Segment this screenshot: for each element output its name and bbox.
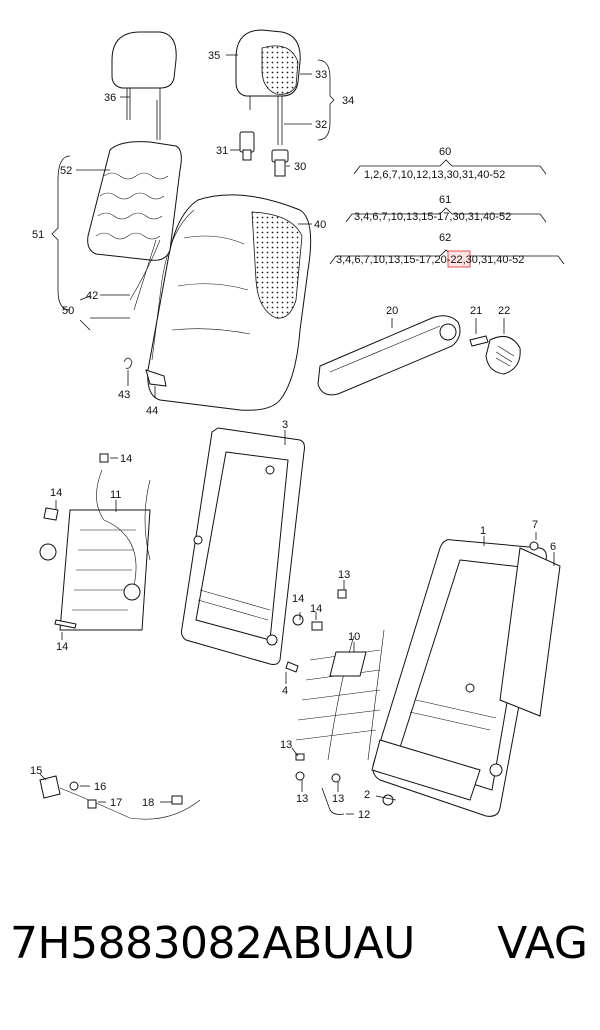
armrest-20 — [317, 315, 461, 396]
callout-34: 34 — [342, 95, 354, 107]
callout-50: 50 — [62, 305, 74, 317]
headrest-right — [235, 29, 301, 145]
lumbar-support-11 — [39, 469, 151, 631]
headrest-guide-sleeve-30 — [271, 149, 289, 177]
callout-31: 31 — [216, 145, 228, 157]
callout-35: 35 — [208, 50, 220, 62]
clip-18 — [171, 795, 183, 805]
callout-52: 52 — [60, 165, 72, 177]
items-after: 22,30,31,40-52 — [450, 254, 524, 266]
callout-14-e: 14 — [310, 603, 322, 615]
clip-17 — [87, 799, 97, 809]
callout-32: 32 — [315, 119, 327, 131]
callout-17: 17 — [110, 797, 122, 809]
callout-16: 16 — [94, 781, 106, 793]
callout-15: 15 — [30, 765, 42, 777]
callout-12: 12 — [358, 809, 370, 821]
screw-21 — [469, 335, 489, 347]
trim-strip-42 — [129, 239, 161, 311]
callout-14-d: 14 — [292, 593, 304, 605]
rod-12 — [321, 787, 345, 815]
reference-group-61-items: 3,4,6,7,10,13,15-17,30,31,40-52 — [354, 211, 511, 223]
washer-14-mid — [292, 614, 323, 631]
callout-2: 2 — [364, 789, 370, 801]
leader-lines — [39, 54, 565, 815]
backrest-cover — [147, 194, 312, 411]
callout-20: 20 — [386, 305, 398, 317]
part-number: 7H5883082ABUAU — [10, 918, 415, 969]
clip-43 — [123, 357, 133, 369]
callout-4: 4 — [282, 685, 288, 697]
callout-22: 22 — [498, 305, 510, 317]
clip-16 — [69, 781, 79, 791]
reference-group-60-number: 60 — [439, 146, 451, 158]
reference-group-62: 62 3,4,6,7,10,13,15-17,20-22,30,31,40-52 — [336, 232, 524, 268]
items-highlight: 20- — [434, 254, 450, 266]
clip-44 — [145, 369, 167, 387]
reference-group-60-items: 1,2,6,7,10,12,13,30,31,40-52 — [364, 169, 505, 181]
callout-1: 1 — [480, 525, 486, 537]
reference-group-62-items: 3,4,6,7,10,13,15-17,20-22,30,31,40-52 — [336, 254, 524, 266]
nut-2 — [382, 794, 394, 806]
callout-13-a: 13 — [338, 569, 350, 581]
callout-44: 44 — [146, 405, 158, 417]
highlight-box — [447, 250, 471, 268]
callout-14-c: 14 — [56, 641, 68, 653]
clips-13-lower — [295, 753, 341, 783]
backrest-frame-3 — [181, 427, 305, 665]
callout-11: 11 — [110, 489, 121, 501]
fastener-14-top — [99, 453, 109, 463]
reference-group-61: 61 3,4,6,7,10,13,15-17,30,31,40-52 — [354, 194, 511, 223]
backrest-pad-52 — [87, 141, 182, 261]
headrest-left — [111, 31, 177, 140]
callout-13-d: 13 — [332, 793, 344, 805]
seat-spring-10 — [295, 629, 385, 761]
footer: 7H5883082ABUAU VAG — [0, 918, 600, 988]
armrest-cover-22 — [485, 335, 521, 375]
screw-14-bottom — [54, 619, 77, 629]
callout-43: 43 — [118, 389, 130, 401]
items-before: 3,4,6,7,10,13,15-17, — [336, 254, 434, 266]
callout-33: 33 — [315, 69, 327, 81]
callout-42: 42 — [86, 290, 98, 302]
callout-14-a: 14 — [120, 453, 132, 465]
callout-7: 7 — [532, 519, 538, 531]
fastener-14-left — [43, 507, 59, 521]
callout-13-c: 13 — [296, 793, 308, 805]
callout-3: 3 — [282, 419, 288, 431]
callout-40: 40 — [314, 219, 326, 231]
reference-group-60: 60 1,2,6,7,10,12,13,30,31,40-52 — [364, 146, 505, 181]
callout-10: 10 — [348, 631, 360, 643]
clip-13-upper — [337, 589, 347, 599]
callout-51: 51 — [32, 229, 44, 241]
headrest-guide-sleeve-31 — [239, 131, 255, 161]
callout-labels: 36 35 33 34 32 31 30 40 52 51 42 50 43 4… — [30, 50, 556, 821]
callout-36: 36 — [104, 92, 116, 104]
reference-group-62-number: 62 — [439, 232, 451, 244]
brand-name: VAG — [497, 918, 588, 969]
reference-group-61-number: 61 — [439, 194, 451, 206]
callout-13-b: 13 — [280, 739, 292, 751]
screw-4 — [285, 661, 299, 673]
seat-parts-diagram: 36 35 33 34 32 31 30 40 52 51 42 50 43 4… — [30, 29, 565, 821]
callout-21: 21 — [470, 305, 482, 317]
callout-30: 30 — [294, 161, 306, 173]
callout-6: 6 — [550, 541, 556, 553]
callout-18: 18 — [142, 797, 154, 809]
cable-15 — [39, 775, 201, 820]
backing-board-6 — [499, 547, 561, 717]
seat-frame-1 — [371, 539, 547, 817]
callout-14-b: 14 — [50, 487, 62, 499]
bolt-7 — [529, 541, 539, 551]
